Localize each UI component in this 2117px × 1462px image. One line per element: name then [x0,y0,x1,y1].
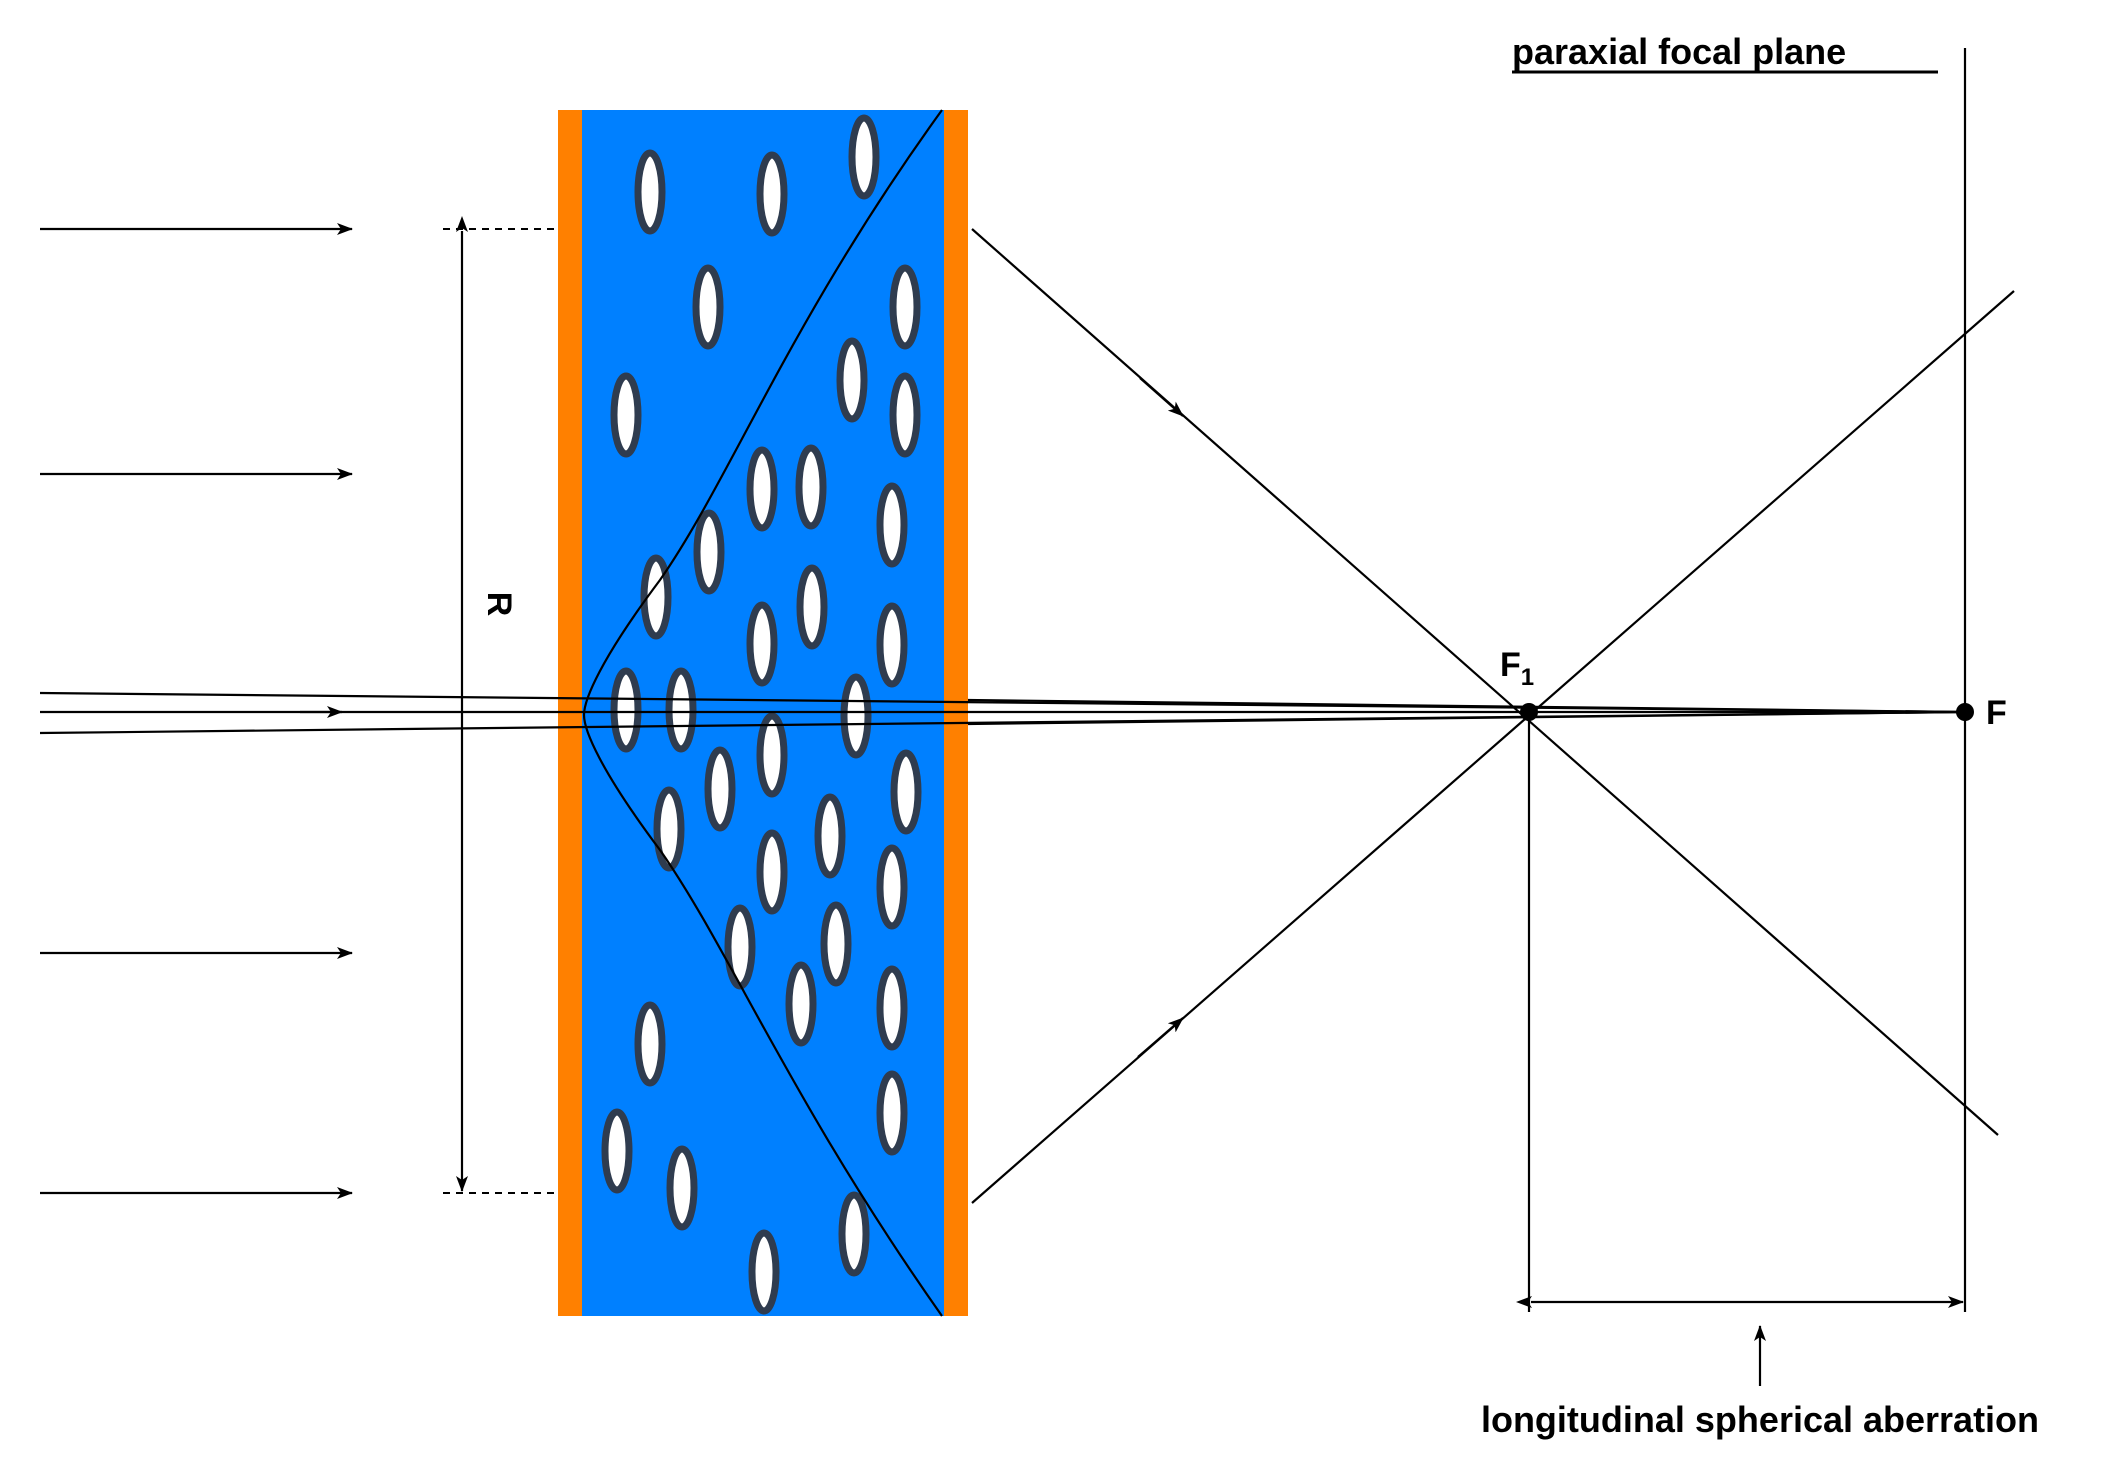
paraxial-focal-plane-label: paraxial focal plane [1512,31,1846,72]
refractive-index-profile-curve [582,109,943,1317]
lc-molecule [634,149,666,235]
lc-molecule [795,444,827,530]
lc-molecule [704,746,736,832]
lc-molecule [610,372,642,458]
lc-molecule [890,749,922,835]
lc-molecule [820,901,852,987]
lc-molecule [840,673,872,759]
paraxial-focal-plane: paraxial focal plane [1512,31,1967,1312]
marginal-ray-bottom-arrow [1137,1017,1184,1058]
lc-molecule [748,1229,780,1315]
lc-molecule [876,482,908,568]
marginal-ray-top-arrow [1139,377,1184,417]
lc-molecule [876,844,908,930]
lc-molecule [653,786,685,872]
near-axis-ray-b [967,710,1966,726]
focal-points: F1 F [1500,646,2007,732]
lc-molecule [889,372,921,458]
lc-molecule [601,1108,633,1194]
lc-molecule [814,793,846,879]
lc-molecule [838,1191,870,1277]
marginal-rays [971,228,2015,1204]
lc-molecule [665,667,697,753]
lc-molecule [836,337,868,423]
lc-molecule [876,602,908,688]
lc-molecule [692,264,724,350]
lc-molecule [666,1145,698,1231]
lc-molecule [610,667,642,753]
lc-molecule [756,712,788,798]
focus-paraxial-label: F [1986,694,2007,732]
lc-molecules [601,114,922,1315]
radius-label: R [480,592,518,617]
lc-molecule [889,264,921,350]
lc-molecule [746,446,778,532]
lc-molecule [693,509,725,595]
longitudinal-aberration-dimension: longitudinal spherical aberration [1481,712,2039,1440]
focus-marginal-label: F1 [1500,646,1534,691]
lc-molecule [785,961,817,1047]
longitudinal-aberration-label: longitudinal spherical aberration [1481,1399,2039,1440]
lc-molecule [756,151,788,237]
lc-molecule [848,114,880,200]
lc-molecule [876,1070,908,1156]
lc-molecule [796,564,828,650]
incident-rays [40,223,353,1199]
lc-molecule [634,1001,666,1087]
lc-molecule [746,601,778,687]
marginal-ray-bottom [971,290,2015,1204]
focus-marginal-subscript: 1 [1521,664,1534,691]
lc-molecule [756,829,788,915]
lc-molecule [876,965,908,1051]
near-axis-ray-a [967,698,1966,714]
paraxial-rays [39,691,1966,735]
lc-molecule [724,904,756,990]
marginal-ray-top [971,228,1999,1136]
radius-dimension: R [443,216,558,1194]
